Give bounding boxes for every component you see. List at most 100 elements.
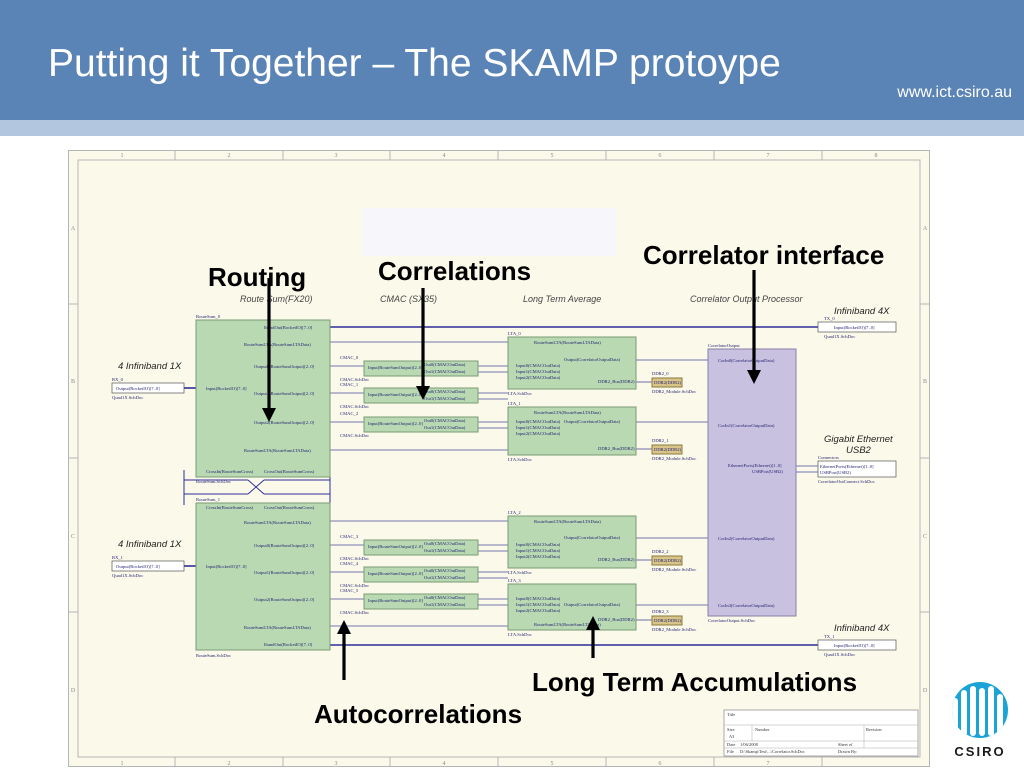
ddr2-doc-label: DDR2_Module.SchDoc bbox=[652, 567, 696, 572]
eth-label: Connectors bbox=[818, 455, 839, 460]
ddr2-0-label: DDR2_0 bbox=[652, 371, 669, 376]
callout-backdrop bbox=[362, 208, 616, 256]
tb-revision-label: Revision bbox=[866, 727, 882, 732]
row-label: B bbox=[923, 379, 927, 385]
tb-number-label: Number bbox=[755, 727, 770, 732]
cmac0-label: CMAC_0 bbox=[340, 355, 359, 360]
col-label: 1 bbox=[121, 761, 124, 767]
header-strip bbox=[0, 120, 1024, 136]
ib4x-top-label: Infiniband 4X bbox=[834, 306, 890, 317]
cmac-out0-pin: Out0(CMACOutData) bbox=[424, 541, 466, 546]
section-cmac-label: CMAC (SX35) bbox=[380, 294, 437, 304]
gige-label: Gigabit Ethernet bbox=[824, 434, 893, 445]
col-label: 3 bbox=[335, 153, 338, 159]
autocorrelations-arrowhead bbox=[337, 620, 351, 634]
col-label: 7 bbox=[767, 153, 770, 159]
lta-ddr-pin: DDR2_Bus(DDR2) bbox=[598, 557, 635, 562]
cmac5-label: CMAC_5 bbox=[340, 588, 359, 593]
cmac-out1-pin: Out1(CMACOutData) bbox=[424, 602, 466, 607]
cmac-in-pin: Input(RouteSumOutput)[2..0] bbox=[368, 571, 423, 576]
routesum-doc-label: RouteSum.SchDoc bbox=[196, 479, 231, 484]
ib-out1-label: TX_1 bbox=[824, 634, 835, 639]
route-out-pin: IbandOut(RocketIO)[7..0] bbox=[264, 642, 313, 647]
eth-pin2: USBPort(USB2) bbox=[820, 470, 851, 475]
cmac1-label: CMAC_1 bbox=[340, 382, 359, 387]
cop-in1-pin: CorIn1(CorrelatorOutputData) bbox=[718, 423, 775, 428]
cmac-out1-pin: Out1(CMACOutData) bbox=[424, 396, 466, 401]
routesum-block-bottom bbox=[195, 502, 331, 651]
lta-doc-label: LTA.SchDoc bbox=[508, 391, 532, 396]
cmac-block-0 bbox=[363, 360, 479, 377]
cross-out-pin: CrossOut(RouteSumCross) bbox=[264, 469, 315, 474]
ddr2-pin: DDR2(DDR2) bbox=[654, 618, 682, 623]
ib-out-doc: Quad1X.SchDoc bbox=[824, 652, 855, 657]
lta-arrowhead bbox=[586, 616, 600, 630]
lta2-label: LTA_2 bbox=[508, 510, 521, 515]
lta-route-pin: RouteSumLTA(RouteSumLTAData) bbox=[534, 519, 601, 524]
correlations-arrowhead bbox=[416, 386, 430, 400]
ib-out-connector-top bbox=[817, 321, 897, 333]
route-out0-pin: Output0(RouteSumOutput)[2..0] bbox=[254, 364, 315, 369]
ib-in-pin: Output(RocketIO)[7..0] bbox=[116, 564, 160, 569]
col-label: 5 bbox=[551, 153, 554, 159]
lta-in1-pin: Input1(CMACOutData) bbox=[516, 548, 561, 553]
cop-usb-pin: USBPort(USB2) bbox=[752, 469, 783, 474]
lta-doc-label: LTA.SchDoc bbox=[508, 570, 532, 575]
lta-in1-pin: Input1(CMACOutData) bbox=[516, 425, 561, 430]
cop-eth-pin: EthernetPorts(Ethernet)[1..0] bbox=[728, 463, 782, 468]
ddr2-block-0 bbox=[651, 377, 683, 388]
col-label: 3 bbox=[335, 761, 338, 767]
route-lta-pin: RouteSumLTA(RouteSumLTAData) bbox=[244, 342, 311, 347]
ib4x-bottom-label: Infiniband 4X bbox=[834, 623, 890, 634]
slide-title: Putting it Together – The SKAMP protoype bbox=[48, 42, 781, 85]
lta-output-pin: Output(CorrelatorOutputData) bbox=[564, 535, 621, 540]
lta-in2-pin: Input2(CMACOutData) bbox=[516, 554, 561, 559]
lta-ddr-pin: DDR2_Bus(DDR2) bbox=[598, 379, 635, 384]
row-label: D bbox=[923, 688, 928, 694]
ddr2-pin: DDR2(DDR2) bbox=[654, 380, 682, 385]
cmac-in-pin: Input(RouteSumOutput)[2..0] bbox=[368, 365, 423, 370]
cmac-out0-pin: Out0(CMACOutData) bbox=[424, 389, 466, 394]
lta-output-pin: Output(CorrelatorOutputData) bbox=[564, 357, 621, 362]
section-lta-label: Long Term Average bbox=[523, 294, 601, 304]
cross-out-pin: CrossOut(RouteSumCross) bbox=[264, 505, 315, 510]
lta0-label: LTA_0 bbox=[508, 331, 521, 336]
ib-in-doc: Quad1X.SchDoc bbox=[112, 573, 143, 578]
lta-in0-pin: Input0(CMACOutData) bbox=[516, 542, 561, 547]
block-text: RouteSum_0 RouteSum_1 RouteSum.SchDoc Ro… bbox=[112, 314, 875, 658]
routing-arrowhead bbox=[262, 408, 276, 422]
lta-in1-pin: Input1(CMACOutData) bbox=[516, 602, 561, 607]
section-cop-label: Correlator Output Processor bbox=[690, 294, 804, 304]
row-label: C bbox=[923, 534, 927, 540]
ddr2-block-1 bbox=[651, 444, 683, 455]
route-out-pin: IbandOut(RocketIO)[7..0] bbox=[264, 325, 313, 330]
cmac-out0-pin: Out0(CMACOutData) bbox=[424, 362, 466, 367]
lta-output-pin: Output(CorrelatorOutputData) bbox=[564, 419, 621, 424]
correlations-callout: Correlations bbox=[378, 256, 532, 286]
tb-drawn-label: Drawn By: bbox=[838, 749, 857, 754]
cross-in-pin: CrossIn(RouteSumCross) bbox=[206, 469, 254, 474]
border-ticks bbox=[68, 150, 930, 767]
autocorrelations-callout: Autocorrelations bbox=[314, 699, 523, 729]
ib1x-bottom-label: 4 Infiniband 1X bbox=[118, 539, 182, 550]
correlator-output-block bbox=[707, 348, 797, 617]
tb-date: 1/06/2008 bbox=[740, 742, 759, 747]
routesum0-label: RouteSum_0 bbox=[196, 314, 221, 319]
row-label: A bbox=[71, 226, 76, 232]
row-label: C bbox=[71, 534, 75, 540]
signal-wires bbox=[330, 341, 818, 627]
cmac-out1-pin: Out1(CMACOutData) bbox=[424, 425, 466, 430]
tb-date-label: Date bbox=[727, 742, 735, 747]
cmac3-label: CMAC_3 bbox=[340, 534, 359, 539]
cmac-out1-pin: Out1(CMACOutData) bbox=[424, 369, 466, 374]
ib-in-doc: Quad1X.SchDoc bbox=[112, 395, 143, 400]
col-label: 8 bbox=[875, 153, 878, 159]
cmac-doc-label: CMAC.SchDoc bbox=[340, 556, 369, 561]
lta-route-pin: RouteSumLTA(RouteSumLTAData) bbox=[534, 622, 601, 627]
cmac-out0-pin: Out0(CMACOutData) bbox=[424, 568, 466, 573]
ib-out0-label: TX_0 bbox=[824, 316, 835, 321]
cmac2-label: CMAC_2 bbox=[340, 411, 359, 416]
ib-out-doc: Quad1X.SchDoc bbox=[824, 334, 855, 339]
route-out0-pin: Output0(RouteSumOutput)[2..0] bbox=[254, 543, 315, 548]
tb-size-label: Size bbox=[727, 727, 735, 732]
